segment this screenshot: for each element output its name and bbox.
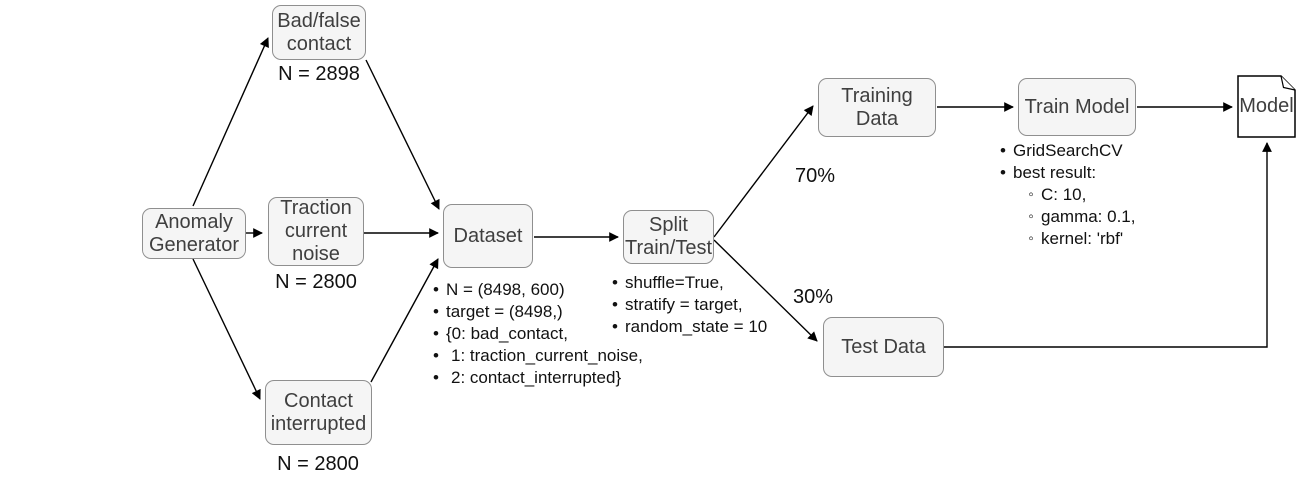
list-item: {0: bad_contact, bbox=[426, 323, 666, 345]
node-bad-false-contact: Bad/false contact bbox=[272, 5, 366, 60]
node-label-line: Train/Test bbox=[624, 237, 713, 259]
note-text: best result: bbox=[1013, 163, 1097, 182]
node-dataset: Dataset bbox=[443, 204, 533, 268]
list-item: stratify = target, bbox=[605, 294, 815, 316]
node-contact-interrupted: Contact interrupted bbox=[265, 380, 372, 445]
list-item: best result: bbox=[993, 162, 1213, 184]
edge-bad-contact-to-dataset bbox=[365, 59, 440, 210]
node-split-train-test: Split Train/Test bbox=[623, 210, 714, 264]
note-text: target = (8498,) bbox=[446, 302, 563, 321]
node-label-line: Test Data bbox=[841, 335, 926, 358]
count-contact-interrupted: N = 2800 bbox=[277, 453, 359, 475]
node-train-model: Train Model bbox=[1018, 78, 1136, 136]
list-item: 2: contact_interrupted} bbox=[426, 367, 666, 389]
node-test-data: Test Data bbox=[823, 317, 944, 377]
list-sub-item: C: 10, bbox=[993, 184, 1213, 206]
note-text: C: 10, bbox=[1041, 185, 1087, 204]
node-label-line: Training bbox=[841, 84, 913, 107]
count-bad-false-contact: N = 2898 bbox=[278, 63, 360, 85]
edge-test-data-to-model bbox=[944, 142, 1272, 348]
node-label-line: contact bbox=[286, 32, 352, 55]
note-text: random_state = 10 bbox=[625, 317, 768, 336]
model-document-shape bbox=[1237, 75, 1296, 138]
list-item: N = (8498, 600) bbox=[426, 279, 666, 301]
note-text: stratify = target, bbox=[625, 295, 743, 314]
node-traction-current-noise: Traction current noise bbox=[268, 197, 364, 266]
list-item: random_state = 10 bbox=[605, 316, 815, 338]
edge-anomaly-to-bad-contact bbox=[192, 37, 269, 207]
note-text: shuffle=True, bbox=[625, 273, 724, 292]
note-text: gamma: 0.1, bbox=[1041, 207, 1136, 226]
dataset-notes-list: N = (8498, 600) target = (8498,) {0: bad… bbox=[426, 279, 666, 389]
node-anomaly-generator: Anomaly Generator bbox=[142, 208, 246, 259]
list-item: shuffle=True, bbox=[605, 272, 815, 294]
node-label-line: Dataset bbox=[453, 224, 523, 247]
node-label-line: Data bbox=[855, 107, 899, 130]
list-item: 1: traction_current_noise, bbox=[426, 345, 666, 367]
list-item: target = (8498,) bbox=[426, 301, 666, 323]
list-sub-item: kernel: 'rbf' bbox=[993, 228, 1213, 250]
node-label-line: Train Model bbox=[1024, 95, 1130, 118]
node-label-line: noise bbox=[292, 243, 340, 265]
note-text: 1: traction_current_noise, bbox=[451, 346, 643, 365]
split-notes-list: shuffle=True, stratify = target, random_… bbox=[605, 272, 815, 338]
node-label-line: Contact bbox=[284, 389, 353, 412]
node-label-line: Anomaly bbox=[155, 210, 233, 233]
node-label-line: Traction bbox=[280, 197, 352, 219]
list-item: GridSearchCV bbox=[993, 140, 1213, 162]
node-label-line: Split bbox=[649, 214, 688, 236]
edge-anomaly-to-contact-interrupted bbox=[192, 258, 261, 400]
node-label-line: current bbox=[284, 220, 348, 242]
node-label-line: Generator bbox=[148, 233, 240, 256]
train-model-notes-list: GridSearchCV best result: C: 10, gamma: … bbox=[993, 140, 1213, 250]
count-traction-current-noise: N = 2800 bbox=[275, 271, 357, 293]
note-text: 2: contact_interrupted} bbox=[451, 368, 622, 387]
node-training-data: Training Data bbox=[818, 78, 936, 137]
edge-split-to-training-data bbox=[713, 105, 814, 238]
note-text: {0: bad_contact, bbox=[446, 324, 568, 343]
node-model-label: Model bbox=[1239, 95, 1294, 117]
node-label-line: Bad/false bbox=[277, 9, 361, 32]
list-sub-item: gamma: 0.1, bbox=[993, 206, 1213, 228]
note-text: GridSearchCV bbox=[1013, 141, 1123, 160]
edge-label-70pct: 70% bbox=[795, 165, 836, 187]
note-text: N = (8498, 600) bbox=[446, 280, 565, 299]
note-text: kernel: 'rbf' bbox=[1041, 229, 1124, 248]
node-label-line: interrupted bbox=[270, 412, 367, 435]
